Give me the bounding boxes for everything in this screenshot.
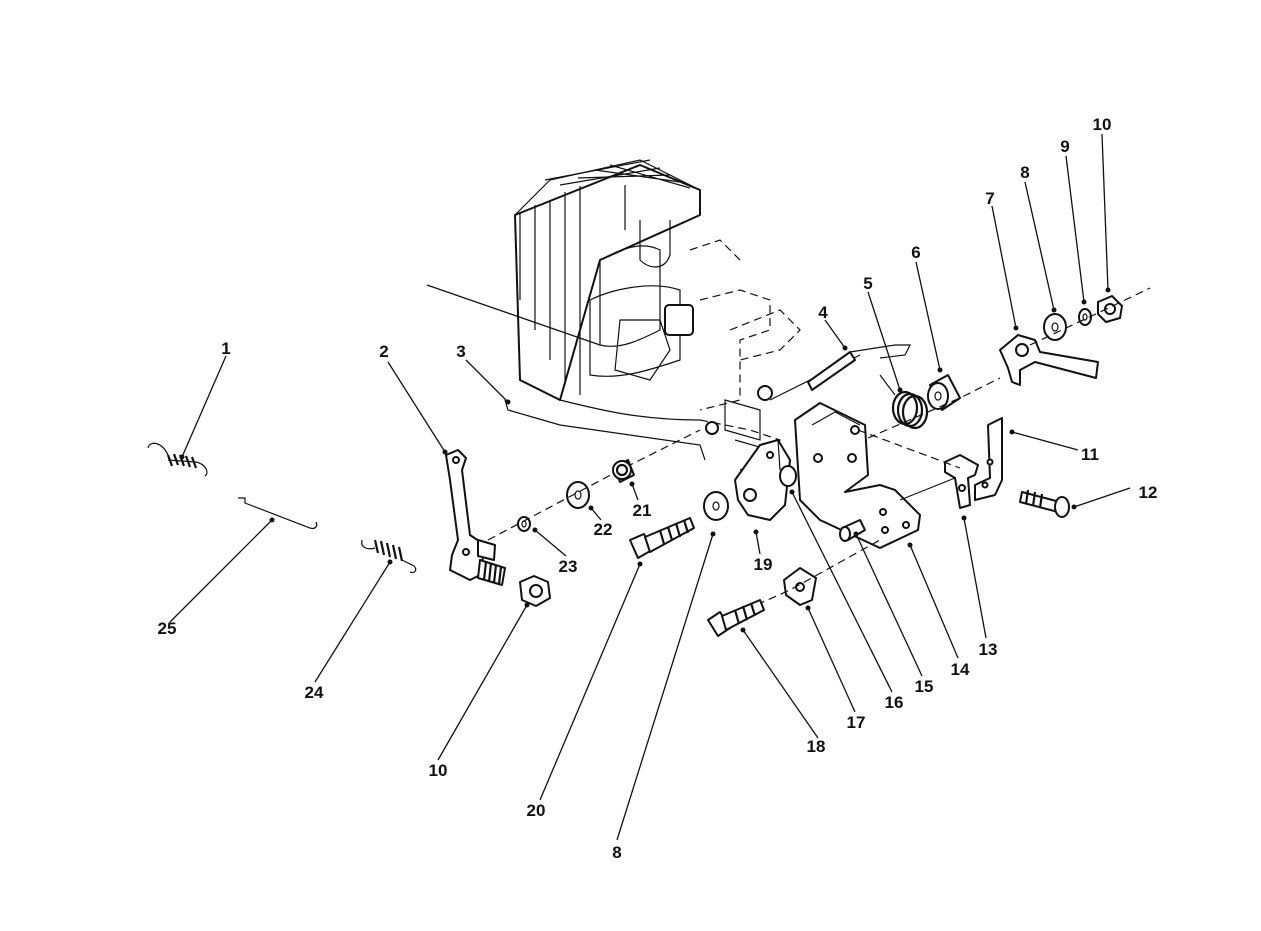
label-19: 19 [754, 555, 773, 574]
label-25: 25 [158, 619, 177, 638]
part-19-bracket [734, 439, 791, 521]
part-1-spring [147, 442, 208, 477]
label-3: 3 [456, 342, 465, 361]
part-7-lever [999, 334, 1099, 386]
part-10-nut-lower [519, 575, 551, 607]
part-12-screw [1019, 489, 1070, 518]
label-5: 5 [863, 274, 872, 293]
label-2: 2 [379, 342, 388, 361]
label-8-lower: 8 [612, 843, 621, 862]
label-12: 12 [1139, 483, 1158, 502]
main-bracket [794, 402, 921, 549]
label-14: 14 [951, 660, 970, 679]
part-11-plate [974, 417, 1003, 501]
part-22-washer [566, 481, 590, 509]
label-17: 17 [847, 713, 866, 732]
part-13-clip [944, 454, 979, 509]
part-16-spacer [779, 465, 797, 487]
label-1: 1 [221, 339, 230, 358]
label-15: 15 [915, 677, 934, 696]
label-18: 18 [807, 737, 826, 756]
label-22: 22 [594, 520, 613, 539]
label-13: 13 [979, 640, 998, 659]
part-25-link-rod [238, 497, 318, 530]
part-10-nut-upper [1097, 295, 1123, 323]
part-8-washer-upper [1043, 313, 1067, 341]
label-7: 7 [985, 189, 994, 208]
part-18-screw [707, 599, 765, 637]
part-2-control-lever [445, 449, 506, 586]
label-11: 11 [1081, 445, 1099, 464]
part-24-spring [361, 539, 417, 574]
part-17-clip [783, 567, 817, 606]
part-20-bolt [629, 517, 695, 559]
label-23: 23 [559, 557, 578, 576]
label-21: 21 [633, 501, 652, 520]
label-9: 9 [1060, 137, 1069, 156]
label-16: 16 [885, 693, 904, 712]
label-24: 24 [305, 683, 324, 702]
part-15-pin [839, 519, 866, 542]
label-4: 4 [818, 303, 828, 322]
label-10-lower: 10 [429, 761, 448, 780]
part-3-throttle-rod [504, 399, 706, 461]
label-6: 6 [911, 243, 920, 262]
part-4-pin [807, 344, 911, 391]
label-10-upper: 10 [1093, 115, 1112, 134]
part-21-bushing [612, 459, 635, 483]
part-8-washer-lower [703, 491, 729, 521]
part-5-spring [879, 374, 929, 430]
label-20: 20 [527, 801, 546, 820]
label-8-upper: 8 [1020, 163, 1029, 182]
part-labels: 1 2 3 4 5 6 7 8 9 10 11 12 13 14 15 16 1… [158, 115, 1158, 862]
engine-block [514, 159, 861, 471]
leader-lines [169, 133, 1131, 841]
